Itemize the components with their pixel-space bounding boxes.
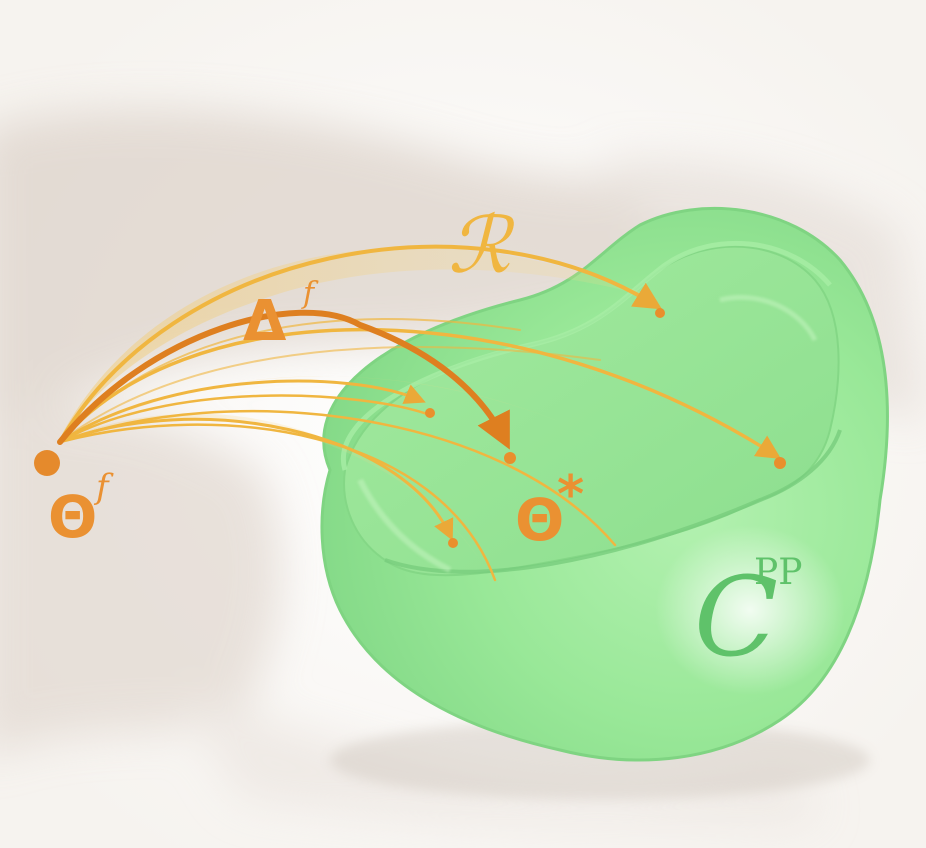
c-pp-base: C [694, 553, 778, 681]
arrow-to-right-rim [58, 327, 782, 459]
arrow-faint-2 [59, 346, 601, 443]
label-r-projection: ℛ [448, 201, 515, 291]
target-point-front [425, 408, 435, 418]
c-pp-sup: PP [754, 552, 802, 593]
arrow-to-front-1 [58, 379, 426, 444]
arrow-to-lower-2 [58, 423, 497, 582]
delta-f-base: Δ [243, 289, 287, 354]
theta-star-sup: * [557, 465, 584, 525]
arrow-to-front-2 [58, 394, 432, 444]
label-theta-star: Θ * [515, 465, 584, 554]
theta-star-base: Θ [515, 486, 564, 554]
arrow-to-lower-3 [58, 409, 617, 547]
target-point-top [655, 308, 665, 318]
label-c-pp: C PP [694, 552, 802, 681]
projection-arrows [58, 244, 782, 582]
theta-f-base: Θ [48, 483, 97, 551]
target-point-right [774, 457, 786, 469]
target-point-lower [448, 538, 458, 548]
arrow-faint-1 [59, 318, 521, 443]
bowl-highlight [655, 525, 845, 695]
source-point-theta-f [34, 450, 60, 476]
arrow-r-projection [58, 244, 663, 444]
optimum-point [504, 452, 516, 464]
arrow-delta-to-optimum [57, 309, 510, 450]
target-points [425, 308, 786, 548]
bowl-feasible-set [320, 206, 889, 762]
